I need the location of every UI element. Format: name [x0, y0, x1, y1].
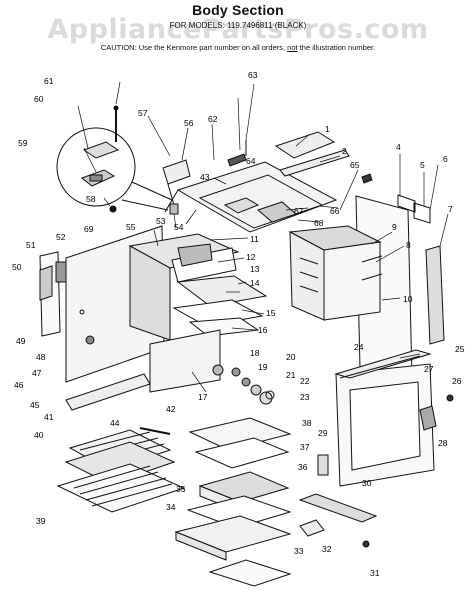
callout-68: 68: [314, 218, 324, 228]
callout-13: 13: [250, 264, 260, 274]
screw-3: [361, 173, 373, 184]
callout-4: 4: [396, 142, 401, 152]
models-line: FOR MODELS: 119.7496811 (BLACK): [169, 21, 307, 30]
callout-25: 25: [455, 344, 465, 354]
callout-labels: 1 2 4 5 6 7 8 9 10 11 12 13 14 15 16 17 …: [12, 70, 465, 578]
bracket-56: [162, 159, 191, 185]
callout-6: 6: [443, 154, 448, 164]
callout-7: 7: [448, 204, 453, 214]
callout-33: 33: [294, 546, 304, 556]
caution-suffix: the illustration number.: [299, 43, 376, 52]
callout-54: 54: [174, 222, 184, 232]
callout-65: 65: [350, 160, 360, 170]
callout-67: 67: [294, 206, 304, 216]
callout-20: 20: [286, 352, 296, 362]
screw-58: [109, 205, 117, 213]
callout-21: 21: [286, 370, 296, 380]
leader-lines: [77, 81, 449, 393]
callout-63: 63: [248, 70, 258, 80]
callout-17: 17: [198, 392, 208, 402]
callout-1: 1: [325, 124, 330, 134]
callout-24: 24: [354, 342, 364, 352]
callout-23: 23: [300, 392, 310, 402]
callout-46: 46: [14, 380, 24, 390]
diagram-title: Body Section: [192, 2, 284, 18]
callout-15: 15: [266, 308, 276, 318]
callout-43: 43: [200, 172, 210, 182]
trim-7: [425, 245, 445, 345]
callout-18: 18: [250, 348, 260, 358]
callout-10: 10: [403, 294, 413, 304]
callout-8: 8: [406, 240, 411, 250]
callout-50: 50: [12, 262, 22, 272]
caution-not: not: [287, 43, 298, 52]
callout-37: 37: [300, 442, 310, 452]
part-2-rail: [279, 149, 350, 177]
part-1-panel: [274, 131, 336, 159]
callout-12: 12: [246, 252, 256, 262]
broiler-pan: [56, 429, 186, 513]
callout-36: 36: [298, 462, 308, 472]
oven-cavity: [128, 233, 268, 341]
callout-27: 27: [424, 364, 434, 374]
callout-45: 45: [30, 400, 40, 410]
callout-41: 41: [44, 412, 54, 422]
callout-2: 2: [342, 146, 347, 156]
rail-30: [298, 493, 378, 523]
callout-34: 34: [166, 502, 176, 512]
callout-57: 57: [138, 108, 148, 118]
callout-49: 49: [16, 336, 26, 346]
top-burner-box: [164, 161, 338, 233]
rod-42: [139, 427, 171, 435]
storage-drawer-stack: [174, 417, 292, 587]
callout-40: 40: [34, 430, 44, 440]
hinge-27: [419, 405, 437, 431]
magnifier-detail: [56, 127, 173, 211]
callout-47: 47: [32, 368, 42, 378]
callout-48: 48: [36, 352, 46, 362]
control-housing-17: [149, 329, 221, 393]
callout-31: 31: [370, 568, 380, 578]
callout-19: 19: [258, 362, 268, 372]
callout-32: 32: [322, 544, 332, 554]
callout-29: 29: [318, 428, 328, 438]
callout-28: 28: [438, 438, 448, 448]
oven-liner-box: [288, 225, 383, 321]
part-64: [227, 153, 247, 167]
callout-39: 39: [36, 516, 46, 526]
callout-44: 44: [110, 418, 120, 428]
callout-9: 9: [392, 222, 397, 232]
callout-60: 60: [34, 94, 44, 104]
trim-45: [65, 373, 151, 411]
callout-35: 35: [176, 484, 186, 494]
caution-prefix: CAUTION: Use the Kenmore part number on …: [100, 43, 286, 52]
callout-53: 53: [156, 216, 166, 226]
callout-22: 22: [300, 376, 310, 386]
callout-66: 66: [330, 206, 340, 216]
callout-52: 52: [56, 232, 66, 242]
knobs: [212, 364, 275, 405]
callout-5: 5: [420, 160, 425, 170]
callout-42: 42: [166, 404, 176, 414]
callout-56: 56: [184, 118, 194, 128]
callout-62: 62: [208, 114, 218, 124]
caution-note: CAUTION: Use the Kenmore part number on …: [0, 43, 476, 52]
callout-55: 55: [126, 222, 136, 232]
callout-16: 16: [258, 325, 268, 335]
callout-38: 38: [302, 418, 312, 428]
callout-26: 26: [452, 376, 462, 386]
callout-64: 64: [246, 156, 256, 166]
callout-51: 51: [26, 240, 36, 250]
callout-14: 14: [250, 278, 260, 288]
callout-30: 30: [362, 478, 372, 488]
callout-58: 58: [86, 194, 96, 204]
oven-door: [334, 349, 435, 487]
callout-11-top: 11: [250, 234, 259, 244]
part-29: [317, 454, 329, 476]
callout-69: 69: [84, 224, 94, 234]
callout-61: 61: [44, 76, 54, 86]
callout-59: 59: [18, 138, 28, 148]
